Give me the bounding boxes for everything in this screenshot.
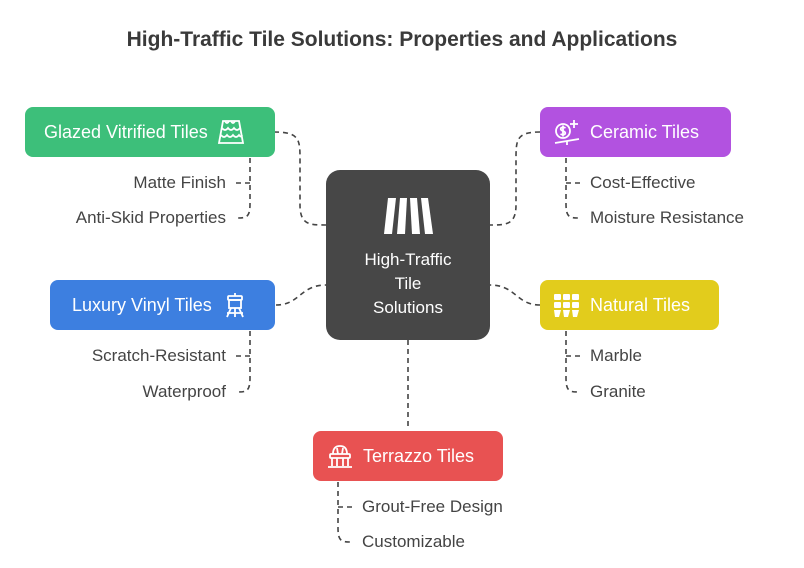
tile-stack-icon <box>384 198 433 234</box>
center-label-line-2: Tile <box>394 274 422 293</box>
connector-glazed-items <box>235 158 251 219</box>
node-label: Terrazzo Tiles <box>363 445 475 466</box>
leaf-scratch-resistant: Scratch-Resistant <box>91 346 226 365</box>
connector-vinyl <box>275 284 327 306</box>
dome-building-icon <box>328 445 352 468</box>
center-node: High-Traffic Tile Solutions <box>326 170 490 340</box>
node-natural-tiles: Natural Tiles <box>540 280 719 330</box>
node-luxury-vinyl-tiles: Luxury Vinyl Tiles <box>50 280 275 330</box>
leaf-cost-effective: Cost-Effective <box>590 173 696 192</box>
connector-glazed <box>273 131 327 226</box>
page-title: High-Traffic Tile Solutions: Properties … <box>126 28 678 51</box>
connector-ceramic-items <box>565 158 581 219</box>
connector-terrazzo-items <box>337 482 353 543</box>
easel-icon <box>225 293 244 318</box>
connector-vinyl-items <box>235 331 251 393</box>
leaf-granite: Granite <box>590 382 646 401</box>
connector-ceramic <box>489 131 541 226</box>
node-label: Ceramic Tiles <box>590 121 700 142</box>
connector-natural <box>489 284 541 306</box>
cost-scale-icon <box>554 120 580 145</box>
leaf-waterproof: Waterproof <box>142 382 226 401</box>
node-label: Glazed Vitrified Tiles <box>44 121 208 142</box>
roof-tiles-icon <box>554 294 579 317</box>
scale-pattern-icon <box>217 120 244 144</box>
center-label-line-3: Solutions <box>373 298 443 317</box>
center-label-line-1: High-Traffic <box>364 250 452 269</box>
node-glazed-vitrified-tiles: Glazed Vitrified Tiles <box>25 107 275 157</box>
leaf-customizable: Customizable <box>362 532 465 551</box>
node-terrazzo-tiles: Terrazzo Tiles <box>313 431 503 481</box>
leaf-grout-free-design: Grout-Free Design <box>362 497 503 516</box>
leaf-moisture-resistance: Moisture Resistance <box>590 208 745 227</box>
node-label: Luxury Vinyl Tiles <box>72 294 212 315</box>
leaf-matte-finish: Matte Finish <box>133 173 226 192</box>
node-ceramic-tiles: Ceramic Tiles <box>540 107 731 157</box>
leaf-marble: Marble <box>590 346 642 365</box>
node-label: Natural Tiles <box>590 294 691 315</box>
connector-natural-items <box>565 331 581 393</box>
leaf-anti-skid-properties: Anti-Skid Properties <box>75 208 226 227</box>
